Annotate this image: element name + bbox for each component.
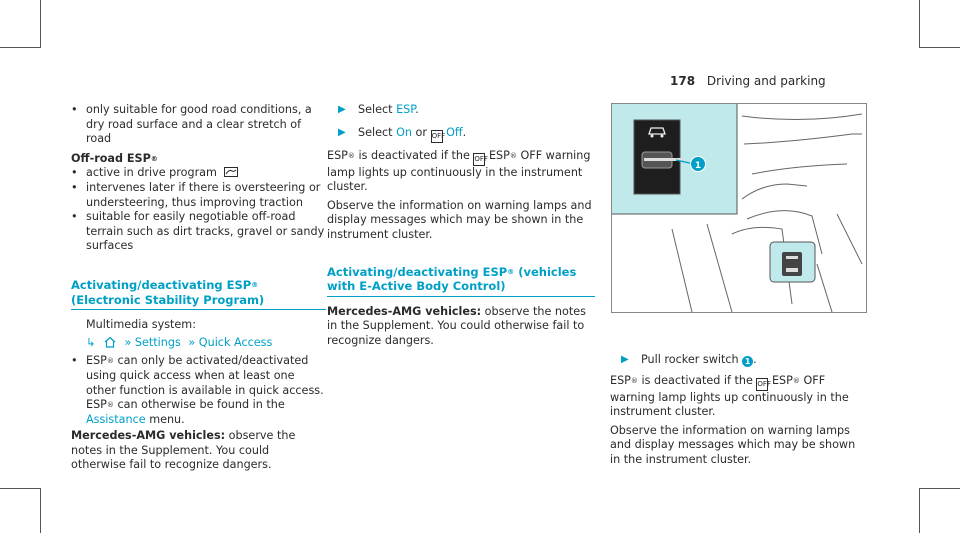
- list-item: only suitable for good road conditions, …: [71, 103, 326, 147]
- step-pull-rocker: ▶Pull rocker switch 1.: [621, 353, 757, 367]
- step-arrow-icon: ▶: [338, 126, 346, 138]
- offroad-program-icon: [223, 167, 238, 178]
- esp-deactivated-text: ESP® is deactivated if the OFF ESP® OFF …: [610, 373, 849, 419]
- esp-off-icon: OFF: [473, 152, 488, 166]
- column-right: ▶Pull rocker switch 1. ESP® is deactivat…: [610, 353, 866, 468]
- esp-deactivated-text: ESP® is deactivated if the OFF ESP® OFF …: [327, 148, 591, 194]
- amg-note: Mercedes-AMG vehicles: observe the notes…: [71, 429, 296, 472]
- crop-mark: [919, 488, 920, 533]
- column-middle: ▶Select ESP. ▶Select On or OFF Off. ESP®…: [327, 103, 595, 349]
- crop-mark: [919, 0, 920, 48]
- step-arrow-icon: ▶: [621, 354, 629, 365]
- home-icon: [104, 336, 116, 348]
- esp-off-icon: OFF: [430, 129, 445, 143]
- multimedia-label: Multimedia system:: [86, 318, 196, 332]
- step-arrow-icon: ▶: [338, 104, 346, 115]
- crop-mark: [919, 47, 960, 48]
- path-quick-access: Quick Access: [198, 335, 273, 349]
- crop-mark: [0, 47, 40, 48]
- list-item: active in drive program: [71, 166, 326, 181]
- crop-mark: [919, 488, 960, 489]
- offroad-heading: Off-road ESP®: [71, 151, 158, 165]
- list-item: intervenes later if there is oversteerin…: [71, 181, 326, 210]
- page-number: 178: [670, 74, 696, 88]
- esp-off-icon: OFF: [756, 377, 771, 391]
- info-note: ESP® can only be activated/deactivated u…: [71, 354, 326, 427]
- step-select-on-off: ▶Select On or OFF Off.: [327, 126, 595, 143]
- console-drawing: 1: [612, 104, 863, 312]
- chevron-icon: »: [124, 335, 132, 349]
- menu-path: ↳ » Settings » Quick Access: [71, 336, 326, 351]
- figure-callout: 1: [695, 161, 701, 171]
- observe-text: Observe the information on warning lamps…: [327, 198, 592, 241]
- callout-number: 1: [742, 356, 754, 367]
- list-item: suitable for easily negotiable off-road …: [71, 210, 326, 254]
- crop-mark: [40, 0, 41, 48]
- amg-note: Mercedes-AMG vehicles: observe the notes…: [327, 304, 586, 347]
- column-left: only suitable for good road conditions, …: [71, 103, 326, 473]
- step-select-esp: ▶Select ESP.: [338, 103, 419, 116]
- observe-text: Observe the information on warning lamps…: [610, 423, 856, 466]
- assistance-link: Assistance: [86, 412, 146, 426]
- section-heading: Activating/deactivating ESP® (vehicles w…: [327, 265, 595, 297]
- crop-mark: [40, 488, 41, 533]
- section-heading: Activating/deactivating ESP® (Electronic…: [71, 278, 326, 311]
- path-arrow-icon: ↳: [86, 335, 96, 349]
- page-header: 178 Driving and parking: [670, 74, 826, 88]
- chevron-icon: »: [188, 335, 196, 349]
- path-settings: Settings: [134, 335, 181, 349]
- page-section: Driving and parking: [706, 74, 826, 88]
- rocker-switch-illustration: 1: [611, 103, 867, 313]
- crop-mark: [0, 488, 40, 489]
